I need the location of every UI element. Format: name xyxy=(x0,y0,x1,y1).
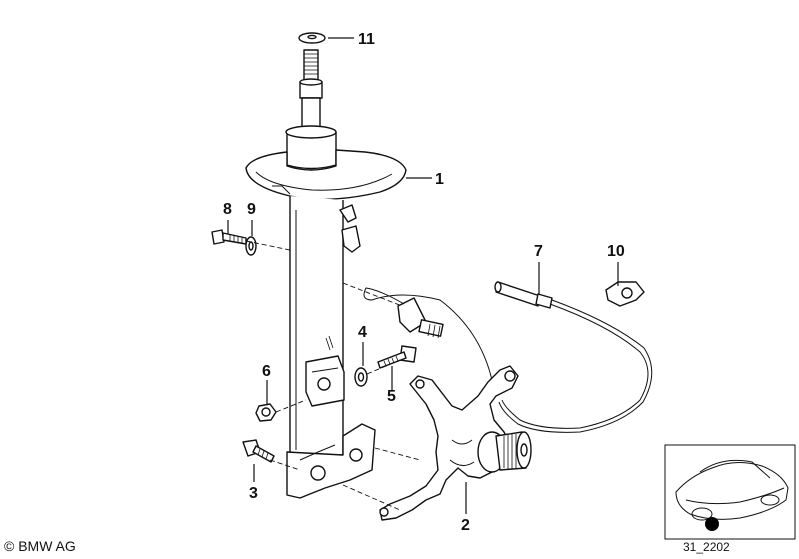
callout-3: 3 xyxy=(249,485,258,502)
callout-9: 9 xyxy=(247,201,256,218)
vehicle-locator-thumbnail xyxy=(664,444,796,540)
callout-2: 2 xyxy=(461,517,470,534)
callout-labels: 11 1 8 9 7 10 4 6 5 3 2 xyxy=(223,31,625,534)
location-marker-dot xyxy=(705,517,719,531)
callout-11: 11 xyxy=(358,31,375,48)
diagram-code: 31_2202 xyxy=(683,540,730,554)
leader-lines xyxy=(227,37,619,514)
callout-5: 5 xyxy=(387,388,396,405)
copyright-text: © BMW AG xyxy=(4,538,76,554)
part-6-nut xyxy=(255,403,277,422)
wheel-speed-sensor xyxy=(363,287,493,381)
part-3-bolt xyxy=(242,439,275,463)
assembly-dashed-lines xyxy=(245,240,421,511)
part-5-bolt xyxy=(377,345,417,369)
callout-7: 7 xyxy=(534,243,543,260)
part-11-washer xyxy=(298,32,326,44)
part-9-washer xyxy=(245,236,257,256)
part-4-washer xyxy=(354,367,368,387)
part-10-clip xyxy=(605,281,645,307)
part-1-strut xyxy=(245,49,407,499)
callout-4: 4 xyxy=(358,324,367,341)
part-2-steering-knuckle xyxy=(379,365,532,521)
callout-8: 8 xyxy=(223,201,232,218)
callout-10: 10 xyxy=(607,243,625,260)
callout-1: 1 xyxy=(435,171,444,188)
part-8-bolt xyxy=(211,229,247,245)
callout-6: 6 xyxy=(262,363,271,380)
part-7-cable xyxy=(494,281,653,433)
